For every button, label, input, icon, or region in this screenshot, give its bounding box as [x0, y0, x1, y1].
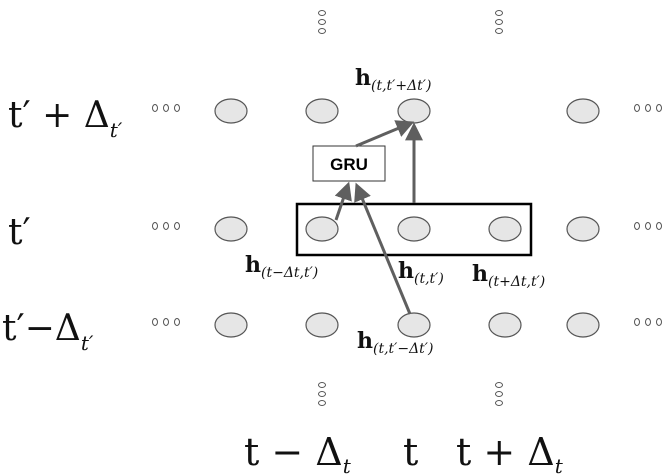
node	[214, 98, 248, 124]
node	[397, 216, 431, 242]
hidden-label-right: h(t+Δt,t′)	[472, 261, 545, 290]
neighbor-highlight-box	[295, 202, 533, 257]
row-label-top: t′ + Δt′	[8, 95, 123, 142]
gru-box	[312, 145, 386, 182]
column-label-center: t	[403, 430, 418, 474]
hidden-label-left: h(t−Δt,t′)	[245, 252, 318, 281]
hidden-label-below: h(t,t′−Δt′)	[357, 328, 433, 357]
node	[305, 216, 339, 242]
node	[566, 98, 600, 124]
node	[305, 312, 339, 338]
node	[488, 216, 522, 242]
gru-label: GRU	[330, 155, 368, 174]
arrow-left-to-gru	[334, 181, 352, 221]
node	[397, 98, 431, 124]
arrow-gru-to-output	[355, 120, 415, 148]
vertical-ellipsis-marks	[318, 10, 503, 406]
column-label-left: t − Δt	[244, 430, 352, 476]
arrow-below-to-gru	[354, 182, 412, 315]
column-label-right: t + Δt	[456, 430, 564, 476]
row-label-bottom: t′−Δt′	[2, 308, 94, 355]
node	[305, 98, 339, 124]
node	[566, 312, 600, 338]
node	[397, 312, 431, 338]
node	[566, 216, 600, 242]
node	[214, 312, 248, 338]
row-label-middle: t′	[8, 212, 31, 253]
horizontal-ellipsis-marks	[152, 104, 662, 326]
arrows	[334, 120, 423, 315]
node	[488, 312, 522, 338]
node	[214, 216, 248, 242]
hidden-label-center: h(t,t′)	[398, 258, 444, 287]
node-grid	[214, 98, 600, 338]
hidden-label-output: h(t,t′+Δt′)	[355, 65, 431, 94]
